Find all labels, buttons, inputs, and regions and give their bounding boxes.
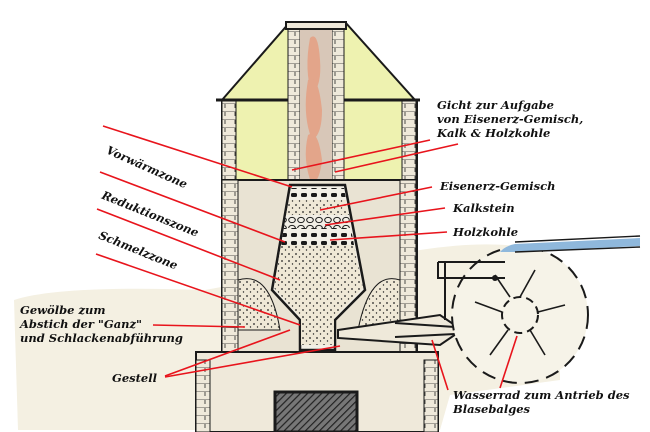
label-gicht-line-3: Kalk & Holzkohle <box>437 126 551 140</box>
label-kalkstein: Kalkstein <box>453 201 515 215</box>
charcoal-layer <box>281 228 354 245</box>
leader-vorwaerm <box>102 125 293 188</box>
melting-zone <box>274 288 363 345</box>
chimney-left-wall <box>287 27 301 184</box>
water-pipe <box>500 238 640 252</box>
label-wasserrad: Wasserrad zum Antrieb des Blasebalges <box>453 388 630 416</box>
label-gewoelbe-line-2: Abstich der "Ganz" <box>20 317 143 331</box>
base-right-wall <box>423 359 439 432</box>
leader-holzkohle <box>329 231 448 241</box>
label-wasserrad-line-2: Blasebalges <box>453 402 531 416</box>
leader-schmelz-2 <box>95 253 301 326</box>
leader-wasserrad-1 <box>431 339 449 391</box>
flame-2 <box>305 78 322 140</box>
limestone-layer <box>284 215 351 228</box>
label-gestell: Gestell <box>112 371 157 385</box>
leader-schmelz <box>96 208 281 281</box>
base-left-wall <box>195 359 211 432</box>
leader-gestell-1 <box>164 329 291 377</box>
right-upper-wall <box>401 99 417 181</box>
wheel-lever <box>437 261 505 320</box>
leader-eisenerz <box>319 186 433 211</box>
leader-gewoelbe <box>152 324 246 328</box>
charcoal-top-layer <box>289 188 346 200</box>
leader-gicht-1 <box>291 139 431 171</box>
label-gicht: Gicht zur Aufgabe von Eisenerz-Gemisch, … <box>437 98 583 140</box>
label-holzkohle: Holzkohle <box>453 225 519 239</box>
base-opening <box>273 390 359 432</box>
label-gewoelbe-line-3: und Schlackenabführung <box>20 331 183 345</box>
flame-3 <box>305 133 322 185</box>
left-arch-fill <box>237 278 281 331</box>
left-outer-wall <box>221 179 239 356</box>
leader-reduktion <box>99 171 286 243</box>
reduction-zone <box>274 245 363 288</box>
leader-lines <box>95 125 518 391</box>
leader-gestell-2 <box>164 345 341 378</box>
label-gewoelbe: Gewölbe zum Abstich der "Ganz" und Schla… <box>20 303 183 345</box>
chimney-cap <box>285 21 347 30</box>
iron-ore-layer <box>286 200 349 215</box>
bellows <box>337 313 464 347</box>
leader-wasserrad-2 <box>499 335 518 389</box>
leader-kalkstein <box>324 207 446 226</box>
leader-gicht-2 <box>334 143 459 173</box>
water-wheel <box>451 246 589 384</box>
label-gewoelbe-line-1: Gewölbe zum <box>20 303 106 317</box>
label-gicht-line-1: Gicht zur Aufgabe <box>437 98 554 112</box>
label-gicht-line-2: von Eisenerz-Gemisch, <box>437 112 584 126</box>
label-wasserrad-line-1: Wasserrad zum Antrieb des <box>453 388 630 402</box>
label-eisenerz-gemisch: Eisenerz-Gemisch <box>440 179 556 193</box>
